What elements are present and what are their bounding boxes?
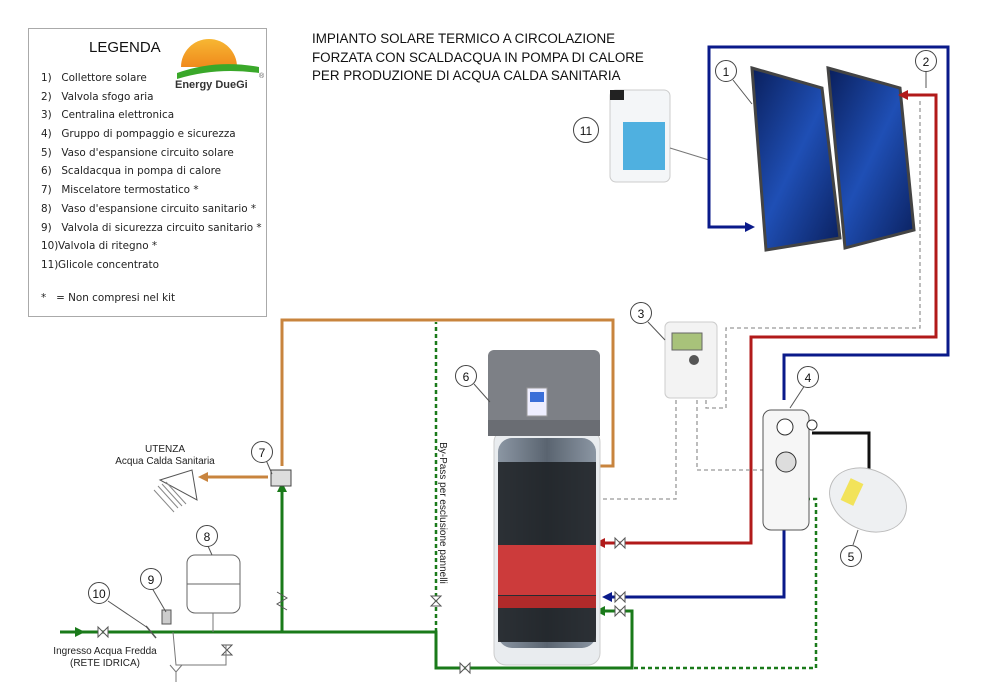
solar-return-pipe xyxy=(612,45,950,599)
callout-6: 6 xyxy=(455,365,477,387)
callout-11: 11 xyxy=(573,117,599,143)
legend: LEGENDA Energy DueGi ® 1) Collettore sol… xyxy=(28,28,267,317)
callout-10: 10 xyxy=(88,582,110,604)
bypass-pipe xyxy=(434,322,818,670)
solar-expansion-vessel xyxy=(829,467,907,533)
callout-9: 9 xyxy=(140,568,162,590)
arrow-icon xyxy=(198,472,208,482)
arrow-icon xyxy=(898,90,908,100)
callout-7: 7 xyxy=(251,441,273,463)
logo-registered-mark: ® xyxy=(259,73,265,80)
inlet-label: Ingresso Acqua Fredda (RETE IDRICA) xyxy=(53,646,157,669)
legend-item: 1) Collettore solare xyxy=(41,72,147,84)
valves xyxy=(97,536,626,675)
callout-4: 4 xyxy=(797,366,819,388)
legend-item: 8) Vaso d'espansione circuito sanitario … xyxy=(41,202,257,215)
cold-water-pipe xyxy=(60,490,634,670)
arrow-icon xyxy=(75,627,85,637)
legend-item: 4) Gruppo di pompaggio e sicurezza xyxy=(41,128,236,141)
solar-flow-pipe xyxy=(605,93,938,545)
legend-item: 10)Valvola di ritegno * xyxy=(41,240,158,253)
legend-item: 3) Centralina elettronica xyxy=(41,109,175,122)
solar-collectors xyxy=(750,65,916,252)
check-valve-icon xyxy=(276,591,288,611)
legend-item: 2) Valvola sfogo aria xyxy=(41,90,154,103)
legend-title: LEGENDA xyxy=(89,39,161,56)
legend-item: 7) Miscelatore termostatico * xyxy=(41,184,199,197)
bypass-label: By-Pass per esclusione pannelli xyxy=(437,442,448,584)
logo: Energy DueGi ® xyxy=(175,33,265,93)
sanitary-expansion-vessel xyxy=(186,554,241,632)
shower-head-icon xyxy=(153,469,198,513)
legend-item: 11)Glicole concentrato xyxy=(41,258,159,271)
heat-pump-water-heater xyxy=(488,350,601,666)
callout-3: 3 xyxy=(630,302,652,324)
callout-8: 8 xyxy=(196,525,218,547)
legend-item: 6) Scaldacqua in pompa di calore xyxy=(41,165,222,178)
callout-1: 1 xyxy=(715,60,737,82)
pump-group xyxy=(762,409,818,531)
arrow-icon xyxy=(277,482,287,492)
logo-text: Energy DueGi xyxy=(175,79,248,91)
sensor-cables xyxy=(592,101,921,500)
safety-valve xyxy=(161,609,172,625)
legend-list: 1) Collettore solare 2) Valvola sfogo ar… xyxy=(41,69,262,275)
electronic-controller xyxy=(664,321,718,399)
callout-2: 2 xyxy=(915,50,937,72)
legend-item: 9) Valvola di sicurezza circuito sanitar… xyxy=(41,221,262,234)
legend-item: 5) Vaso d'espansione circuito solare xyxy=(41,146,234,159)
arrow-icon xyxy=(745,222,755,232)
diagram-title: IMPIANTO SOLARE TERMICO A CIRCOLAZIONE F… xyxy=(312,31,644,83)
legend-note: * = Non compresi nel kit xyxy=(41,292,176,304)
thermostatic-mixer xyxy=(270,469,292,487)
logo-sun-icon xyxy=(177,39,259,79)
hot-water-pipe xyxy=(280,318,615,468)
arrow-icon xyxy=(602,592,612,602)
glycol-canister xyxy=(609,89,710,183)
callout-leaders xyxy=(107,70,927,629)
utenza-label: UTENZA Acqua Calda Sanitaria xyxy=(115,444,215,467)
callout-5: 5 xyxy=(840,545,862,567)
